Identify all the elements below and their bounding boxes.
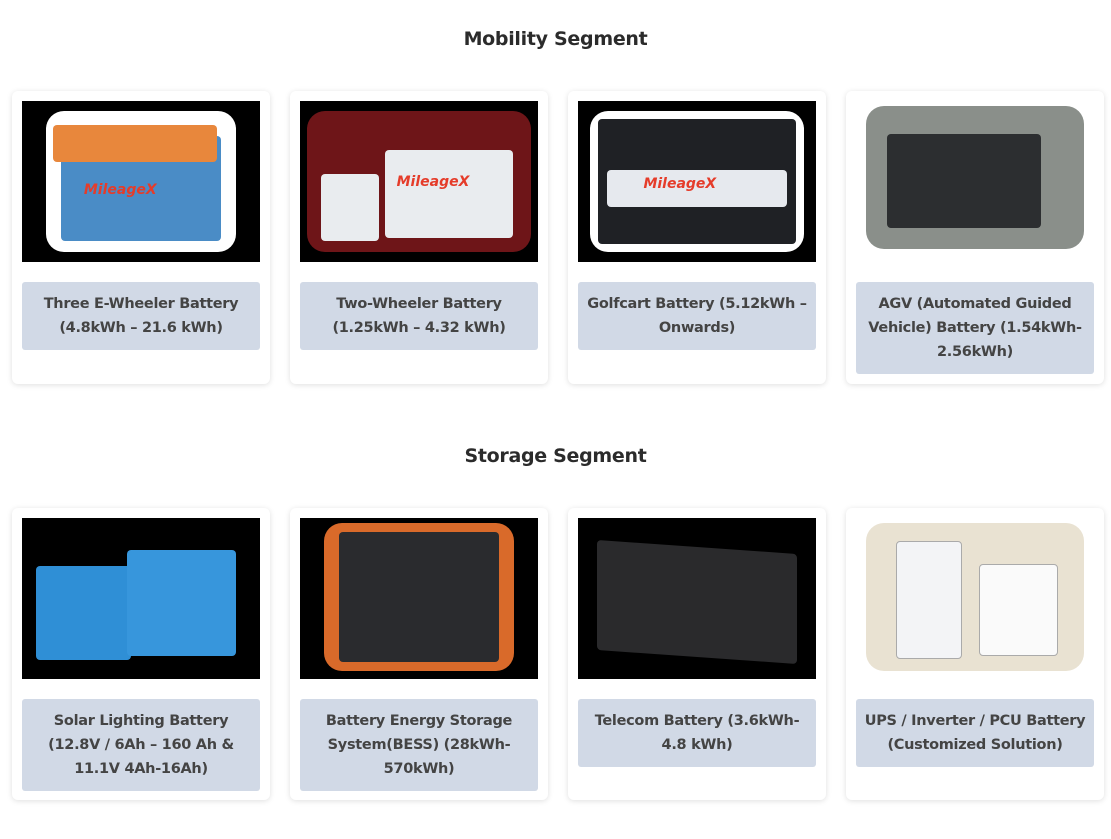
product-card[interactable]: Solar Lighting Battery (12.8V / 6Ah – 16… xyxy=(12,508,270,800)
solar-lighting-battery-image xyxy=(22,518,260,679)
storage-cards: Solar Lighting Battery (12.8V / 6Ah – 16… xyxy=(12,508,1104,800)
three-wheeler-battery-image: MileageX xyxy=(22,101,260,262)
product-card[interactable]: MileageX Golfcart Battery (5.12kWh – Onw… xyxy=(568,91,826,384)
product-label[interactable]: Two-Wheeler Battery (1.25kWh – 4.32 kWh) xyxy=(300,282,538,350)
product-card[interactable]: AGV (Automated Guided Vehicle) Battery (… xyxy=(846,91,1104,384)
product-label[interactable]: Golfcart Battery (5.12kWh – Onwards) xyxy=(578,282,816,350)
product-label[interactable]: AGV (Automated Guided Vehicle) Battery (… xyxy=(856,282,1094,374)
ups-inverter-battery-image xyxy=(856,518,1094,679)
section-title-mobility: Mobility Segment xyxy=(463,28,648,50)
product-card[interactable]: MileageX Two-Wheeler Battery (1.25kWh – … xyxy=(290,91,548,384)
telecom-battery-image xyxy=(578,518,816,679)
agv-battery-image xyxy=(856,101,1094,262)
product-label[interactable]: Telecom Battery (3.6kWh-4.8 kWh) xyxy=(578,699,816,767)
product-label[interactable]: Battery Energy Storage System(BESS) (28k… xyxy=(300,699,538,791)
bess-image xyxy=(300,518,538,679)
mobility-cards: MileageX Three E-Wheeler Battery (4.8kWh… xyxy=(12,91,1104,384)
product-label[interactable]: Three E-Wheeler Battery (4.8kWh – 21.6 k… xyxy=(22,282,260,350)
product-card[interactable]: UPS / Inverter / PCU Battery (Customized… xyxy=(846,508,1104,800)
golfcart-battery-image: MileageX xyxy=(578,101,816,262)
product-label[interactable]: Solar Lighting Battery (12.8V / 6Ah – 16… xyxy=(22,699,260,791)
product-card[interactable]: MileageX Three E-Wheeler Battery (4.8kWh… xyxy=(12,91,270,384)
product-card[interactable]: Telecom Battery (3.6kWh-4.8 kWh) xyxy=(568,508,826,800)
product-card[interactable]: Battery Energy Storage System(BESS) (28k… xyxy=(290,508,548,800)
two-wheeler-battery-image: MileageX xyxy=(300,101,538,262)
product-label[interactable]: UPS / Inverter / PCU Battery (Customized… xyxy=(856,699,1094,767)
section-title-storage: Storage Segment xyxy=(464,445,647,467)
